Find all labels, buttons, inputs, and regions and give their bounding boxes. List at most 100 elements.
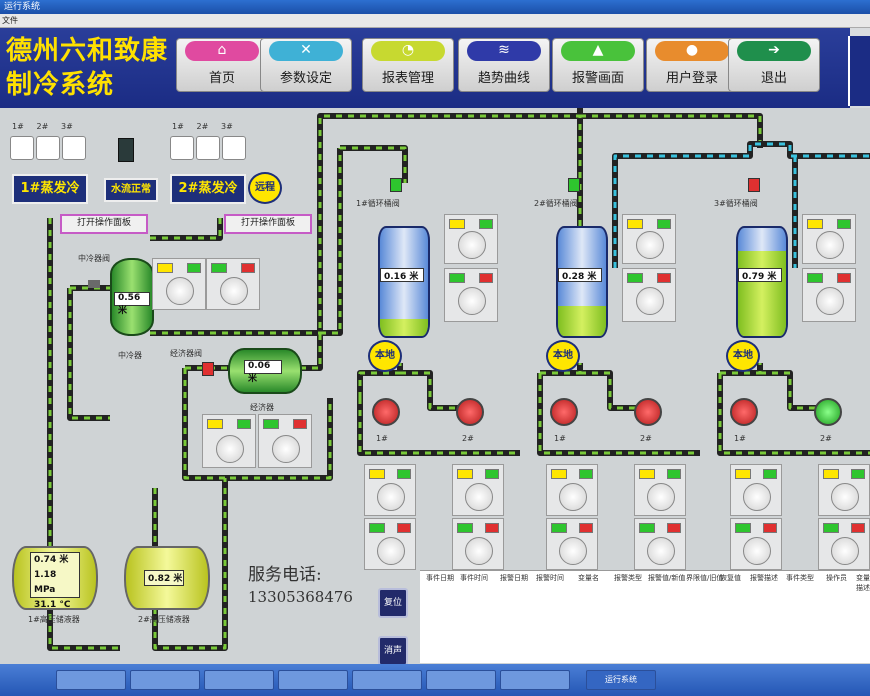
mode-knob[interactable] — [647, 537, 675, 565]
control-card[interactable] — [730, 518, 782, 570]
mode-knob[interactable] — [816, 231, 844, 259]
mode-knob[interactable] — [831, 483, 859, 511]
pump-icon[interactable] — [814, 398, 842, 426]
control-card[interactable] — [452, 518, 504, 570]
control-card[interactable] — [364, 464, 416, 516]
mode-knob[interactable] — [272, 435, 300, 463]
mode-knob[interactable] — [377, 537, 405, 565]
mode-knob[interactable] — [458, 231, 486, 259]
taskbar-item[interactable] — [130, 670, 200, 690]
nav-button-4[interactable]: ≋趋势曲线 — [458, 38, 550, 92]
mode-knob[interactable] — [636, 287, 664, 315]
taskbar-item[interactable] — [352, 670, 422, 690]
control-card[interactable] — [452, 464, 504, 516]
open-panel-button-1[interactable]: 打开操作面板 — [60, 214, 148, 234]
mute-button[interactable]: 消声 — [378, 636, 408, 666]
control-card[interactable] — [802, 268, 856, 322]
control-card[interactable] — [546, 518, 598, 570]
circulation-tank[interactable] — [378, 226, 430, 338]
control-card[interactable] — [444, 214, 498, 264]
mode-knob[interactable] — [458, 287, 486, 315]
taskbar-item-active[interactable]: 运行系统 — [586, 670, 656, 690]
mode-knob[interactable] — [636, 231, 664, 259]
taskbar-item[interactable] — [204, 670, 274, 690]
taskbar-item[interactable] — [56, 670, 126, 690]
taskbar-item[interactable] — [278, 670, 348, 690]
control-card[interactable] — [152, 258, 206, 310]
local-mode-indicator[interactable]: 本地 — [726, 340, 760, 372]
alarm-col-header[interactable]: 恢复值 — [720, 574, 741, 582]
control-card[interactable] — [444, 268, 498, 322]
control-card[interactable] — [634, 464, 686, 516]
mode-knob[interactable] — [220, 277, 248, 305]
nav-button-3[interactable]: ◔报表管理 — [362, 38, 454, 92]
nav-button-1[interactable]: ⌂首页 — [176, 38, 268, 92]
alarm-col-header[interactable]: 报警描述 — [750, 574, 778, 582]
mode-knob[interactable] — [465, 537, 493, 565]
mode-knob[interactable] — [559, 483, 587, 511]
fan-icon[interactable] — [62, 136, 86, 160]
nav-button-7[interactable]: ➔退出 — [728, 38, 820, 92]
nav-button-5[interactable]: ▲报警画面 — [552, 38, 644, 92]
mode-knob[interactable] — [743, 483, 771, 511]
circulation-tank[interactable] — [556, 226, 608, 338]
remote-mode-indicator[interactable]: 远程 — [248, 172, 282, 204]
pump-icon[interactable] — [730, 398, 758, 426]
alarm-col-header[interactable]: 报警值/新值 — [648, 574, 686, 582]
control-card[interactable] — [258, 414, 312, 468]
alarm-col-header[interactable]: 报警日期 — [500, 574, 528, 582]
taskbar-item[interactable] — [500, 670, 570, 690]
alarm-col-header[interactable]: 报警时间 — [536, 574, 564, 582]
control-card[interactable] — [634, 518, 686, 570]
mode-knob[interactable] — [377, 483, 405, 511]
control-card[interactable] — [802, 214, 856, 264]
open-panel-button-2[interactable]: 打开操作面板 — [224, 214, 312, 234]
alarm-col-header[interactable]: 操作员 — [826, 574, 847, 582]
control-card[interactable] — [818, 464, 870, 516]
economizer-valve-icon[interactable] — [202, 362, 214, 376]
circ-valve-icon[interactable] — [568, 178, 580, 192]
alarm-col-header[interactable]: 报警类型 — [614, 574, 642, 582]
control-card[interactable] — [202, 414, 256, 468]
fan-icon[interactable] — [196, 136, 220, 160]
fan-icon[interactable] — [222, 136, 246, 160]
alarm-col-header[interactable]: 变量描述 — [856, 574, 870, 592]
local-mode-indicator[interactable]: 本地 — [546, 340, 580, 372]
intercooler-valve-icon[interactable] — [88, 280, 100, 288]
pump-icon[interactable] — [550, 398, 578, 426]
control-card[interactable] — [546, 464, 598, 516]
mode-knob[interactable] — [831, 537, 859, 565]
circ-valve-icon[interactable] — [390, 178, 402, 192]
alarm-col-header[interactable]: 变量名 — [578, 574, 599, 582]
pump-icon[interactable] — [634, 398, 662, 426]
mode-knob[interactable] — [559, 537, 587, 565]
pump-icon[interactable] — [372, 398, 400, 426]
fan-icon[interactable] — [10, 136, 34, 160]
pump-icon[interactable] — [456, 398, 484, 426]
evap-condenser-1[interactable]: 1#蒸发冷 — [12, 174, 88, 204]
control-card[interactable] — [622, 268, 676, 322]
mode-knob[interactable] — [647, 483, 675, 511]
control-card[interactable] — [364, 518, 416, 570]
control-card[interactable] — [730, 464, 782, 516]
mode-knob[interactable] — [216, 435, 244, 463]
alarm-col-header[interactable]: 界限值/旧值 — [686, 574, 724, 582]
circ-valve-icon[interactable] — [748, 178, 760, 192]
mode-knob[interactable] — [465, 483, 493, 511]
control-card[interactable] — [206, 258, 260, 310]
mode-knob[interactable] — [816, 287, 844, 315]
alarm-table[interactable]: 事件日期事件时间报警日期报警时间变量名报警类型报警值/新值界限值/旧值恢复值报警… — [420, 570, 870, 663]
fan-icon[interactable] — [170, 136, 194, 160]
reset-button[interactable]: 复位 — [378, 588, 408, 618]
taskbar-item[interactable] — [426, 670, 496, 690]
nav-button-6[interactable]: ●用户登录 — [646, 38, 738, 92]
menu-file[interactable]: 文件 — [2, 16, 18, 25]
mode-knob[interactable] — [166, 277, 194, 305]
evap-condenser-2[interactable]: 2#蒸发冷 — [170, 174, 246, 204]
local-mode-indicator[interactable]: 本地 — [368, 340, 402, 372]
circulation-tank[interactable] — [736, 226, 788, 338]
alarm-col-header[interactable]: 事件日期 — [426, 574, 454, 582]
nav-button-2[interactable]: ✕参数设定 — [260, 38, 352, 92]
mode-knob[interactable] — [743, 537, 771, 565]
fan-icon[interactable] — [36, 136, 60, 160]
